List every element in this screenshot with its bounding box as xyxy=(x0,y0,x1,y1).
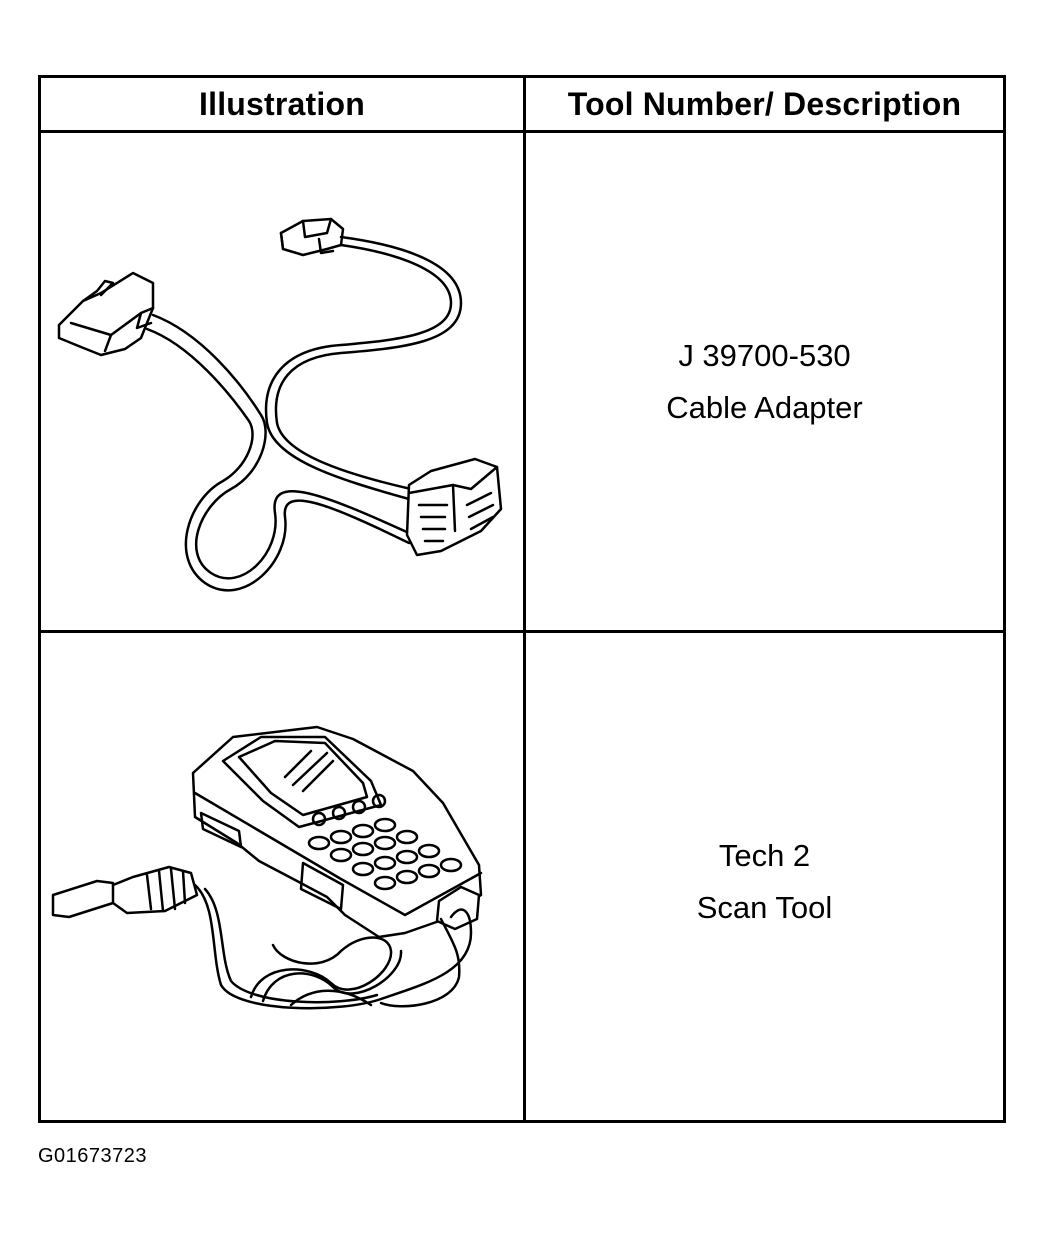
scan-tool-icon xyxy=(41,633,523,1120)
tool-description: Cable Adapter xyxy=(666,390,863,425)
cable-adapter-icon xyxy=(41,133,523,630)
header-illustration: Illustration xyxy=(199,85,365,122)
row-divider xyxy=(41,630,1003,633)
tool-number: Tech 2 xyxy=(718,838,811,873)
table-header-row: Illustration Tool Number/ Description xyxy=(41,78,1003,133)
row-1-description: J 39700-530 Cable Adapter xyxy=(526,330,1003,434)
row-2-description: Tech 2 Scan Tool xyxy=(526,830,1003,934)
tool-number: J 39700-530 xyxy=(678,338,851,373)
figure-id: G01673723 xyxy=(38,1145,148,1167)
tool-table: Illustration Tool Number/ Description xyxy=(38,75,1006,1123)
column-divider xyxy=(523,78,526,1120)
tool-description: Scan Tool xyxy=(696,890,833,925)
header-tool-description: Tool Number/ Description xyxy=(567,85,962,122)
